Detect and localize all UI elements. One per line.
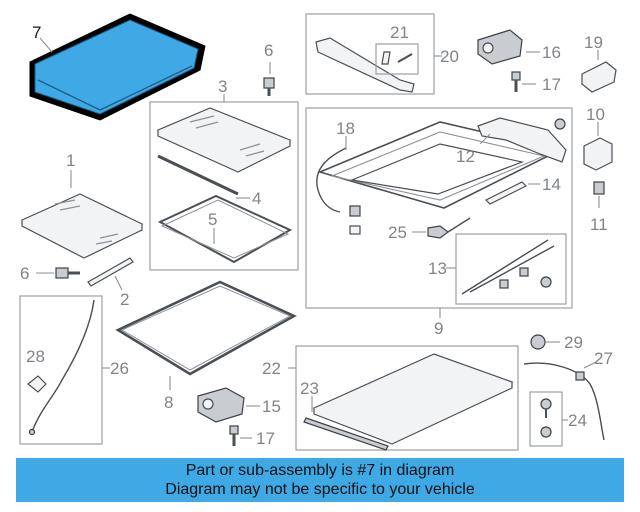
callout-15[interactable]: 15 <box>262 397 281 416</box>
callout-1[interactable]: 1 <box>66 151 75 170</box>
callout-13[interactable]: 13 <box>428 259 447 278</box>
banner-line-1: Part or sub-assembly is #7 in diagram <box>185 462 455 479</box>
callout-17a[interactable]: 17 <box>542 75 561 94</box>
part-10-guide[interactable] <box>583 137 613 171</box>
callout-14[interactable]: 14 <box>542 175 561 194</box>
subassembly-box-13 <box>455 233 567 305</box>
callout-27[interactable]: 27 <box>594 349 613 368</box>
callout-4[interactable]: 4 <box>252 189 261 208</box>
part-29-grommet[interactable] <box>530 334 546 350</box>
part-25-cable-end[interactable] <box>427 217 471 239</box>
callout-25[interactable]: 25 <box>388 223 407 242</box>
part-16-motor[interactable] <box>477 29 523 65</box>
callout-16[interactable]: 16 <box>542 43 561 62</box>
callout-9[interactable]: 9 <box>434 319 443 338</box>
part-18-drain-hose[interactable] <box>316 147 361 235</box>
part-27-drain-tube[interactable] <box>523 362 605 441</box>
callout-8[interactable]: 8 <box>164 393 173 412</box>
part-5-seal[interactable] <box>157 194 293 264</box>
part-14-rail[interactable] <box>484 181 528 205</box>
part-22-sunshade[interactable] <box>312 353 514 445</box>
part-8-seal-ring[interactable] <box>115 280 297 376</box>
part-21-clips[interactable] <box>381 51 413 65</box>
part-24-fasteners[interactable] <box>540 398 552 438</box>
callout-6b[interactable]: 6 <box>264 41 273 60</box>
leader-7 <box>39 37 53 53</box>
subassembly-box-9 <box>305 107 573 309</box>
part-7-glass-seal[interactable] <box>29 13 206 121</box>
callout-19[interactable]: 19 <box>584 33 603 52</box>
info-banner: Part or sub-assembly is #7 in diagram Di… <box>16 458 624 502</box>
part-15-motor[interactable] <box>197 387 245 423</box>
subassembly-box-24 <box>529 391 563 447</box>
callout-11[interactable]: 11 <box>590 215 608 234</box>
leader-12 <box>479 133 491 145</box>
part-28-clip[interactable] <box>27 375 47 393</box>
part-26-drain-tube[interactable] <box>28 299 95 436</box>
callout-7[interactable]: 7 <box>32 23 41 42</box>
callout-21[interactable]: 21 <box>390 23 409 42</box>
subassembly-box-22 <box>295 345 519 451</box>
callout-28[interactable]: 28 <box>26 347 45 366</box>
callout-5[interactable]: 5 <box>208 210 217 229</box>
callout-17b[interactable]: 17 <box>256 429 275 448</box>
callout-10[interactable]: 10 <box>586 105 605 124</box>
callout-29[interactable]: 29 <box>564 333 583 352</box>
part-17-screw-bottom[interactable] <box>229 425 239 446</box>
part-4-weatherstrip[interactable] <box>157 154 239 196</box>
part-23-trim[interactable] <box>303 417 389 451</box>
part-6-bolt-top[interactable] <box>263 77 275 96</box>
subassembly-box-20 <box>305 13 435 95</box>
leader-27 <box>583 361 597 369</box>
callout-6a[interactable]: 6 <box>20 264 29 283</box>
subassembly-box-26 <box>19 295 103 445</box>
part-12-bracket[interactable] <box>477 117 567 163</box>
part-20-deflector[interactable] <box>315 37 415 93</box>
part-13-cable-kit[interactable] <box>461 239 555 295</box>
subassembly-box-21 <box>375 43 419 75</box>
callout-12[interactable]: 12 <box>456 147 475 166</box>
banner-line-2: Diagram may not be specific to your vehi… <box>165 481 475 498</box>
callout-23[interactable]: 23 <box>300 379 319 398</box>
part-2-strip[interactable] <box>87 257 134 287</box>
callout-18[interactable]: 18 <box>336 119 355 138</box>
callout-3[interactable]: 3 <box>218 77 227 96</box>
part-3-glass-assembly[interactable] <box>156 107 292 173</box>
part-1-glass-panel[interactable] <box>20 193 144 259</box>
part-11-clip[interactable] <box>593 181 605 195</box>
callout-22[interactable]: 22 <box>262 359 281 378</box>
part-6-bolt-left[interactable] <box>55 267 80 279</box>
part-19-bracket[interactable] <box>581 61 617 93</box>
part-17-screw-top[interactable] <box>511 71 521 92</box>
callout-20[interactable]: 20 <box>440 47 459 66</box>
callout-26[interactable]: 26 <box>110 359 129 378</box>
callout-24[interactable]: 24 <box>568 411 587 430</box>
callout-2[interactable]: 2 <box>120 290 129 309</box>
leader-2 <box>114 275 123 291</box>
